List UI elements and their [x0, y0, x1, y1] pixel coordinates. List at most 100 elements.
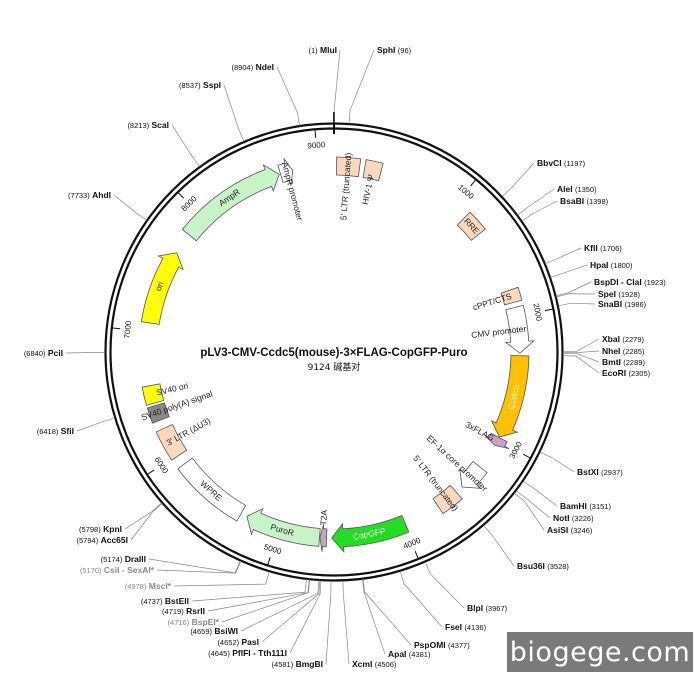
site-name: PasI	[242, 637, 260, 647]
feature-ccdc5	[490, 355, 530, 438]
site-name: SnaBI	[598, 299, 622, 309]
site-name: BmtI	[602, 357, 621, 367]
site-leader-bmti	[562, 352, 600, 363]
site-name: SspI	[203, 80, 221, 90]
site-label-kfli: KflI (1706)	[584, 243, 622, 253]
site-name: Acc65I	[101, 535, 128, 545]
site-name: XcmI	[352, 659, 372, 669]
feature-hiv-psi	[362, 159, 384, 182]
site-position: (1800)	[611, 261, 633, 270]
site-leader-pcii	[65, 352, 106, 354]
site-leader-hpai	[550, 264, 588, 278]
site-name: SfiI	[61, 426, 74, 436]
site-name: NotI	[553, 513, 570, 523]
site-name: HpaI	[590, 260, 608, 270]
scale-tick	[177, 192, 185, 199]
site-leader-bstxi	[539, 451, 575, 473]
site-leader-csii-sexai	[156, 561, 242, 574]
site-label-apai: ApaI (4381)	[388, 649, 431, 659]
site-label-pflfi-tth111i: (4645) PflFI - Tth111I	[208, 648, 287, 658]
feature-amprpromoter	[277, 158, 294, 186]
site-leader-snabi	[558, 302, 596, 307]
site-name: ApaI	[388, 649, 406, 659]
site-leader-bmgbi	[325, 580, 332, 665]
site-name: MluI	[320, 45, 337, 55]
scale-tick	[112, 327, 121, 330]
site-leader-bbvci	[501, 162, 535, 197]
scale-tick-label: 9000	[307, 140, 326, 151]
site-label-bbvci: BbvCI (1197)	[537, 158, 586, 168]
site-leader-nhei	[562, 350, 600, 354]
site-name: NdeI	[256, 62, 274, 72]
site-position: (3246)	[571, 526, 593, 535]
site-position: (4716)	[168, 618, 190, 627]
site-position: (5174)	[101, 555, 123, 564]
site-name: SpeI	[598, 289, 616, 299]
site-leader-ndei	[276, 66, 300, 126]
site-name: BlpI	[467, 603, 483, 613]
site-position: (1350)	[575, 185, 597, 194]
site-label-csii-sexai: (5170) CsiI - SexAI*	[80, 565, 155, 575]
site-leader-pspomi	[362, 579, 412, 646]
feature-ori	[140, 252, 184, 325]
site-position: (1197)	[564, 159, 586, 168]
site-position: (4377)	[448, 641, 470, 650]
feature-ef1a	[459, 460, 488, 489]
plasmid-name: pLV3-CMV-Ccdc5(mouse)-3×FLAG-CopGFP-Puro	[200, 347, 467, 359]
site-position: (2937)	[601, 468, 623, 477]
site-name: AleI	[557, 184, 573, 194]
site-leader-asisi	[514, 492, 545, 531]
site-leader-scai	[171, 124, 200, 167]
site-label-ahdi: (7733) AhdI	[68, 190, 111, 200]
site-label-bspei: (4716) BspEI*	[168, 617, 220, 627]
site-leader-sspi	[223, 84, 245, 142]
site-leader-bspei	[221, 579, 311, 623]
feature-ampr	[181, 163, 280, 242]
feature-rre	[456, 211, 486, 241]
site-name: EcoRI	[602, 368, 626, 378]
site-leader-xbai	[562, 338, 600, 353]
feature-label-flag: 3xFLAG	[464, 419, 496, 443]
site-label-bsabi: BsaBI (1398)	[560, 196, 609, 206]
site-label-pasi: (4652) PasI	[217, 637, 259, 647]
site-label-draiii: (5174) DraIII	[101, 554, 146, 564]
scale-tick	[470, 179, 477, 187]
site-leader-bsu36i	[483, 525, 515, 567]
site-leader-sphi	[348, 49, 375, 124]
site-leader-pasi	[261, 580, 321, 643]
feature-sv40polya	[146, 402, 170, 424]
site-name: PflFI - Tth111I	[232, 648, 287, 658]
feature-t2a	[319, 523, 328, 552]
site-name: RsrII	[186, 606, 205, 616]
site-name: KflI	[584, 243, 598, 253]
scale-tick	[544, 308, 553, 312]
scale-tick-label: 4000	[402, 536, 422, 551]
site-position: (4652)	[217, 638, 239, 647]
site-label-ndei: (8904) NdeI	[232, 62, 274, 72]
site-position: (2289)	[623, 358, 645, 367]
site-label-acc65i: (5794) Acc65I	[77, 535, 128, 545]
plasmid-backbone	[104, 112, 564, 582]
site-name: AsiSI	[547, 525, 568, 535]
site-name: AhdI	[92, 190, 111, 200]
site-label-bstxi: BstXI (2937)	[577, 467, 623, 477]
feature-label-sv40ori: SV40 ori	[155, 380, 189, 397]
site-position: (3226)	[572, 514, 594, 523]
scale-tick	[414, 550, 419, 559]
site-label-mlui: (1) MluI	[308, 45, 337, 55]
site-position: (6840)	[24, 349, 46, 358]
feature-cmv	[504, 304, 535, 354]
site-name: DraIII	[125, 554, 146, 564]
site-label-bmti: BmtI (2289)	[602, 357, 645, 367]
site-leader-mlui	[333, 49, 341, 124]
site-position: (1923)	[644, 278, 666, 287]
site-leader-ecori	[562, 355, 600, 374]
feature-label-hiv-psi: HIV-1 Ψ	[360, 173, 376, 205]
site-label-bspdi-clai: BspDI - ClaI (1923)	[594, 277, 666, 287]
site-name: NheI	[602, 346, 620, 356]
site-position: (4136)	[464, 623, 486, 632]
scale-tick	[267, 557, 271, 566]
site-leader-acc65i	[130, 503, 163, 541]
